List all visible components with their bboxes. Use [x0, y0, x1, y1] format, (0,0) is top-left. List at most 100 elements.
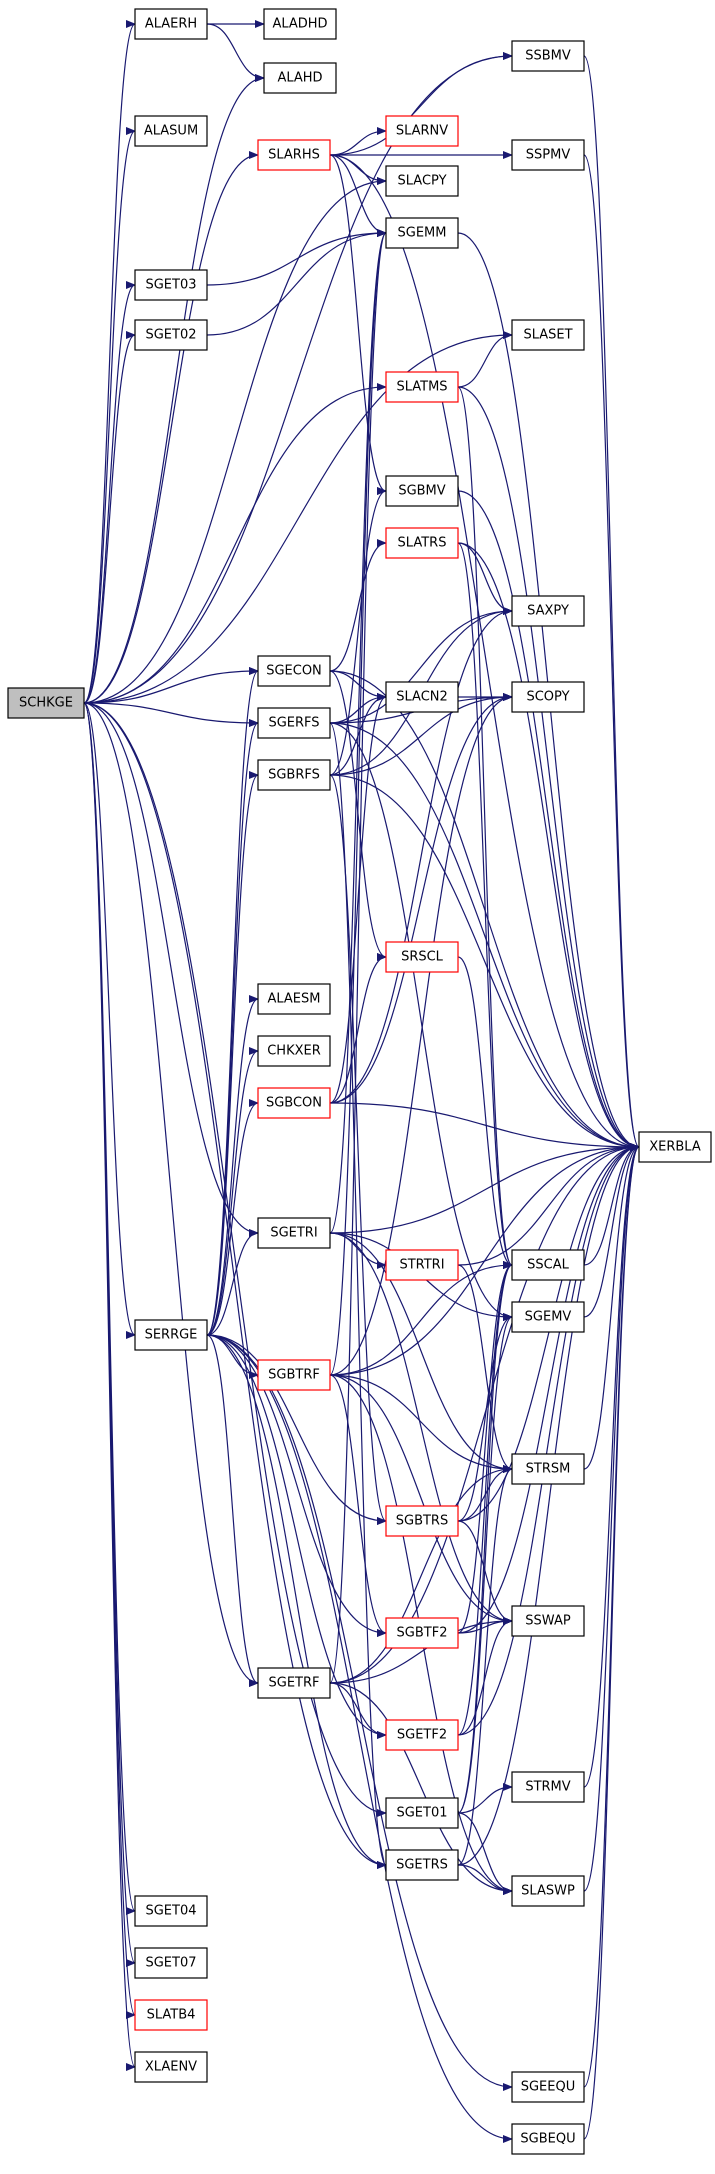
node-strsm[interactable]: STRSM — [511, 1453, 585, 1485]
node-sget04[interactable]: SGET04 — [134, 1895, 208, 1927]
node-box-sgecon[interactable] — [257, 655, 331, 687]
node-box-saxpy[interactable] — [511, 595, 585, 627]
node-saxpy[interactable]: SAXPY — [511, 595, 585, 627]
node-slatrs[interactable]: SLATRS — [385, 527, 459, 559]
node-box-alaerh[interactable] — [134, 8, 208, 40]
node-box-strsm[interactable] — [511, 1453, 585, 1485]
node-box-sgetf2[interactable] — [385, 1719, 459, 1751]
node-box-slatms[interactable] — [385, 371, 459, 403]
node-sgetf2[interactable]: SGETF2 — [385, 1719, 459, 1751]
node-slarnv[interactable]: SLARNV — [385, 115, 459, 147]
node-box-srscl[interactable] — [385, 941, 459, 973]
node-srscl[interactable]: SRSCL — [385, 941, 459, 973]
node-strtri[interactable]: STRTRI — [385, 1249, 459, 1281]
node-slacpy[interactable]: SLACPY — [385, 165, 459, 197]
node-sgetrs[interactable]: SGETRS — [385, 1849, 459, 1881]
node-box-alasum[interactable] — [134, 115, 208, 147]
node-box-sgetrs[interactable] — [385, 1849, 459, 1881]
node-box-sgbtrs[interactable] — [385, 1505, 459, 1537]
node-box-sswap[interactable] — [511, 1605, 585, 1637]
node-box-sgbtf2[interactable] — [385, 1617, 459, 1649]
node-box-sscal[interactable] — [511, 1249, 585, 1281]
node-box-sgetrf[interactable] — [257, 1667, 331, 1699]
node-chkxer[interactable]: CHKXER — [257, 1035, 331, 1067]
node-sget02[interactable]: SGET02 — [134, 319, 208, 351]
node-sgemm[interactable]: SGEMM — [385, 217, 459, 249]
node-box-aladhd[interactable] — [263, 8, 337, 40]
node-box-slaset[interactable] — [511, 319, 585, 351]
node-sgemv[interactable]: SGEMV — [511, 1301, 585, 1333]
node-sget07[interactable]: SGET07 — [134, 1947, 208, 1979]
node-box-sgbtrf[interactable] — [257, 1359, 331, 1391]
node-box-xlaenv[interactable] — [134, 2051, 208, 2083]
node-box-serrge[interactable] — [134, 1319, 208, 1351]
node-alahd[interactable]: ALAHD — [263, 62, 337, 94]
node-sgbtrf[interactable]: SGBTRF — [257, 1359, 331, 1391]
node-box-sgerfs[interactable] — [257, 707, 331, 739]
node-box-slatrs[interactable] — [385, 527, 459, 559]
node-alasum[interactable]: ALASUM — [134, 115, 208, 147]
node-box-sgbmv[interactable] — [385, 475, 459, 507]
node-schkge[interactable]: SCHKGE — [7, 687, 85, 719]
node-sgbrfs[interactable]: SGBRFS — [257, 759, 331, 791]
node-box-slacpy[interactable] — [385, 165, 459, 197]
node-box-strmv[interactable] — [511, 1771, 585, 1803]
node-sgbequ[interactable]: SGBEQU — [511, 2123, 585, 2155]
node-box-sget01[interactable] — [385, 1797, 459, 1829]
node-serrge[interactable]: SERRGE — [134, 1319, 208, 1351]
node-box-slatb4[interactable] — [134, 1999, 208, 2031]
node-sgbcon[interactable]: SGBCON — [257, 1087, 331, 1119]
node-alaerh[interactable]: ALAERH — [134, 8, 208, 40]
node-box-slacn2[interactable] — [385, 681, 459, 713]
node-box-slarnv[interactable] — [385, 115, 459, 147]
node-sscal[interactable]: SSCAL — [511, 1249, 585, 1281]
node-box-sget04[interactable] — [134, 1895, 208, 1927]
node-sswap[interactable]: SSWAP — [511, 1605, 585, 1637]
node-sgetri[interactable]: SGETRI — [257, 1217, 331, 1249]
node-box-chkxer[interactable] — [257, 1035, 331, 1067]
node-box-sget03[interactable] — [134, 269, 208, 301]
node-sgbtrs[interactable]: SGBTRS — [385, 1505, 459, 1537]
node-sgetrf[interactable]: SGETRF — [257, 1667, 331, 1699]
node-sgbtf2[interactable]: SGBTF2 — [385, 1617, 459, 1649]
node-box-sget02[interactable] — [134, 319, 208, 351]
node-box-sgemv[interactable] — [511, 1301, 585, 1333]
node-xlaenv[interactable]: XLAENV — [134, 2051, 208, 2083]
node-box-sgeequ[interactable] — [511, 2071, 585, 2103]
node-slaset[interactable]: SLASET — [511, 319, 585, 351]
node-box-sspmv[interactable] — [511, 139, 585, 171]
node-box-sgbcon[interactable] — [257, 1087, 331, 1119]
node-box-alaesm[interactable] — [257, 983, 331, 1015]
node-slarhs[interactable]: SLARHS — [257, 139, 331, 171]
node-box-slarhs[interactable] — [257, 139, 331, 171]
node-slatb4[interactable]: SLATB4 — [134, 1999, 208, 2031]
node-strmv[interactable]: STRMV — [511, 1771, 585, 1803]
node-box-xerbla[interactable] — [638, 1131, 712, 1163]
node-box-sgbrfs[interactable] — [257, 759, 331, 791]
node-box-scopy[interactable] — [511, 681, 585, 713]
node-box-sget07[interactable] — [134, 1947, 208, 1979]
node-box-schkge[interactable] — [7, 687, 85, 719]
node-ssbmv[interactable]: SSBMV — [511, 40, 585, 72]
node-box-slaswp[interactable] — [511, 1875, 585, 1907]
node-box-alahd[interactable] — [263, 62, 337, 94]
node-sspmv[interactable]: SSPMV — [511, 139, 585, 171]
node-box-sgetri[interactable] — [257, 1217, 331, 1249]
node-sgerfs[interactable]: SGERFS — [257, 707, 331, 739]
node-box-ssbmv[interactable] — [511, 40, 585, 72]
node-box-strtri[interactable] — [385, 1249, 459, 1281]
node-slatms[interactable]: SLATMS — [385, 371, 459, 403]
node-slacn2[interactable]: SLACN2 — [385, 681, 459, 713]
node-sgecon[interactable]: SGECON — [257, 655, 331, 687]
node-slaswp[interactable]: SLASWP — [511, 1875, 585, 1907]
node-scopy[interactable]: SCOPY — [511, 681, 585, 713]
node-aladhd[interactable]: ALADHD — [263, 8, 337, 40]
node-sget03[interactable]: SGET03 — [134, 269, 208, 301]
node-xerbla[interactable]: XERBLA — [638, 1131, 712, 1163]
node-box-sgemm[interactable] — [385, 217, 459, 249]
node-sgeequ[interactable]: SGEEQU — [511, 2071, 585, 2103]
node-alaesm[interactable]: ALAESM — [257, 983, 331, 1015]
node-sgbmv[interactable]: SGBMV — [385, 475, 459, 507]
node-box-sgbequ[interactable] — [511, 2123, 585, 2155]
node-sget01[interactable]: SGET01 — [385, 1797, 459, 1829]
